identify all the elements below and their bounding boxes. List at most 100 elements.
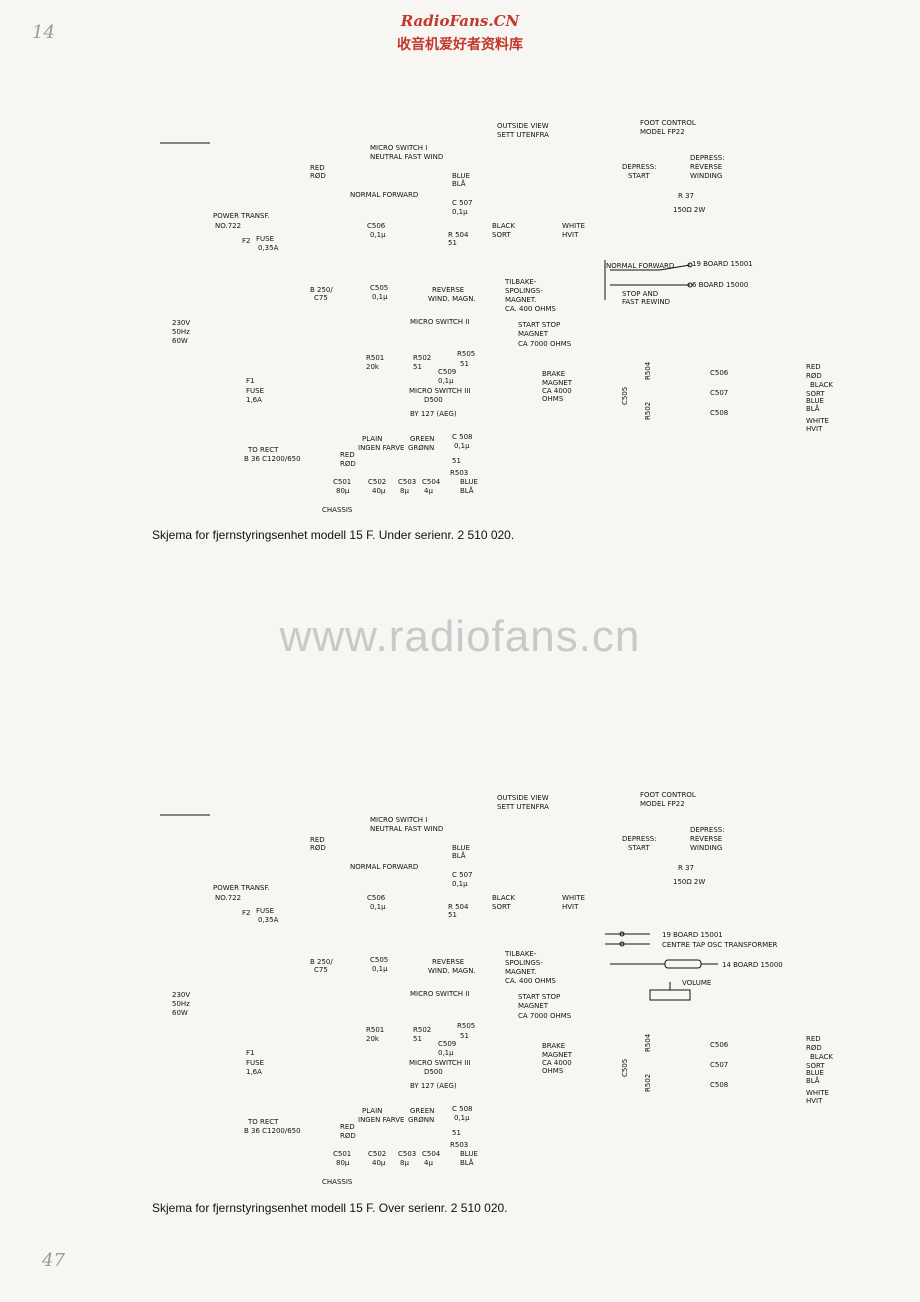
b-d500-label: D500 bbox=[424, 1068, 443, 1076]
b-plug-c505: C505 bbox=[621, 1059, 629, 1077]
bla-label-2: BLÅ bbox=[460, 486, 474, 495]
c505-label: C505 bbox=[370, 284, 388, 292]
hvit-label: HVIT bbox=[562, 231, 579, 239]
b-c506-label: C506 bbox=[367, 894, 386, 902]
foot-model-label: MODEL FP22 bbox=[640, 128, 685, 136]
b-ohms-label: OHMS bbox=[542, 1067, 564, 1075]
c506-label: C506 bbox=[367, 222, 386, 230]
tilbake-3: MAGNET. bbox=[505, 296, 536, 304]
plug-c507: C507 bbox=[710, 389, 728, 397]
f1-label: F1 bbox=[246, 377, 254, 385]
b-bla-label: BLÅ bbox=[452, 851, 466, 860]
b-outside-view: OUTSIDE VIEW bbox=[497, 794, 549, 802]
green-label: GREEN bbox=[410, 435, 434, 443]
top-stop-and: STOP AND bbox=[622, 290, 658, 298]
b-plug-r502: R502 bbox=[644, 1074, 652, 1092]
cable-red: RED bbox=[806, 363, 821, 371]
r503-value: 51 bbox=[452, 457, 461, 465]
b-to-rect-label: TO RECT bbox=[247, 1118, 279, 1126]
cable-blue: BLUE bbox=[806, 397, 824, 405]
b-sett-utenfra: SETT UTENFRA bbox=[497, 803, 549, 811]
b-cable-sort: SORT bbox=[806, 1062, 825, 1070]
b-to-rect-value: B 36 C1200/650 bbox=[244, 1127, 301, 1135]
b-depress-start-1: DEPRESS: bbox=[622, 835, 657, 843]
c501-value: 80µ bbox=[336, 487, 350, 495]
r504-value: 51 bbox=[448, 239, 457, 247]
chassis-label: CHASSIS bbox=[322, 506, 353, 514]
b-r503-value: 51 bbox=[452, 1129, 461, 1137]
b-start-stop-magnet: MAGNET bbox=[518, 1002, 549, 1010]
plug-c505: C505 bbox=[621, 387, 629, 405]
b-c506-value: 0,1µ bbox=[370, 903, 386, 911]
blue-label: BLUE bbox=[452, 172, 470, 180]
b-f2-label: F2 bbox=[242, 909, 250, 917]
c502-value: 40µ bbox=[372, 487, 386, 495]
b-r501-label: R501 bbox=[366, 1026, 384, 1034]
tilbake-1: TILBAKE- bbox=[504, 278, 537, 286]
normal-forward: NORMAL FORWARD bbox=[350, 191, 418, 199]
b-r504-value: 51 bbox=[448, 911, 457, 919]
r502-label: R502 bbox=[413, 354, 431, 362]
mains-frequency: 50Hz bbox=[172, 328, 190, 336]
c506-value: 0,1µ bbox=[370, 231, 386, 239]
reverse-label: REVERSE bbox=[432, 286, 464, 294]
b-cable-white: WHITE bbox=[806, 1089, 829, 1097]
b-black-label: BLACK bbox=[492, 894, 515, 902]
b-r505-label: R505 bbox=[457, 1022, 475, 1030]
r502-value: 51 bbox=[413, 363, 422, 371]
mains-power: 60W bbox=[172, 337, 188, 345]
caption-top: Skjema for fjernstyringsenhet modell 15 … bbox=[152, 528, 515, 542]
c508-label: C 508 bbox=[452, 433, 472, 441]
caption-bottom: Skjema for fjernstyringsenhet modell 15 … bbox=[152, 1201, 508, 1215]
b-plug-r504: R504 bbox=[644, 1033, 652, 1052]
rod-label: RØD bbox=[310, 172, 326, 180]
b-r503-label: R503 bbox=[450, 1141, 468, 1149]
c501-label: C501 bbox=[333, 478, 351, 486]
bottom-centre-tap: CENTRE TAP OSC TRANSFORMER bbox=[662, 941, 778, 949]
brake-magnet: MAGNET bbox=[542, 379, 573, 387]
b-r505-value: 51 bbox=[460, 1032, 469, 1040]
b-plain-label: PLAIN bbox=[362, 1107, 382, 1115]
b-mains-power: 60W bbox=[172, 1009, 188, 1017]
b-plug-c507: C507 bbox=[710, 1061, 728, 1069]
sort-label: SORT bbox=[492, 231, 511, 239]
plain-label: PLAIN bbox=[362, 435, 382, 443]
b-c504-value: 4µ bbox=[424, 1159, 433, 1167]
b-normal-forward: NORMAL FORWARD bbox=[350, 863, 418, 871]
micro-switch-2: MICRO SWITCH II bbox=[410, 318, 469, 326]
b-fuse-bot-value: 1,6A bbox=[246, 1068, 262, 1076]
foot-control-label: FOOT CONTROL bbox=[640, 119, 696, 127]
top-board-1: 19 BOARD 15001 bbox=[692, 260, 753, 268]
watermark: www.radiofans.cn bbox=[279, 612, 641, 661]
cable-black: BLACK bbox=[810, 381, 833, 389]
c503-value: 8µ bbox=[400, 487, 409, 495]
brake-label: BRAKE bbox=[542, 370, 565, 378]
b-r504-label: R 504 bbox=[448, 903, 469, 911]
b-c505-value: 0,1µ bbox=[372, 965, 388, 973]
bla-label: BLÅ bbox=[452, 179, 466, 188]
b-c503-label: C503 bbox=[398, 1150, 416, 1158]
fuse-bot-label: FUSE bbox=[246, 387, 264, 395]
b-micro-switch-2: MICRO SWITCH II bbox=[410, 990, 469, 998]
c503-label: C503 bbox=[398, 478, 416, 486]
page-mark-bottom: 47 bbox=[42, 1250, 65, 1271]
b-mains-voltage: 230V bbox=[172, 991, 190, 999]
c505-value: 0,1µ bbox=[372, 293, 388, 301]
plug-r502: R502 bbox=[644, 402, 652, 420]
r505-label: R505 bbox=[457, 350, 475, 358]
b-brake-magnet: MAGNET bbox=[542, 1051, 573, 1059]
b-hvit-label: HVIT bbox=[562, 903, 579, 911]
c504-value: 4µ bbox=[424, 487, 433, 495]
b-r502-value: 51 bbox=[413, 1035, 422, 1043]
c508-value: 0,1µ bbox=[454, 442, 470, 450]
b-mains-frequency: 50Hz bbox=[172, 1000, 190, 1008]
b-by127-label: BY 127 (AEG) bbox=[410, 1082, 457, 1090]
black-label: BLACK bbox=[492, 222, 515, 230]
b-r37-value: 150Ω 2W bbox=[673, 878, 705, 886]
schematic-bottom: POWER TRANSF. NO.722 F2 FUSE 0,35A 230V … bbox=[160, 791, 833, 1186]
b-depress-rev-3: WINDING bbox=[690, 844, 722, 852]
r505-value: 51 bbox=[460, 360, 469, 368]
schematic-top: POWER TRANSF. NO.722 F2 FUSE 0,35A 230V … bbox=[160, 119, 833, 514]
b-power-transf-no: NO.722 bbox=[215, 894, 241, 902]
b-wind-magn-label: WIND. MAGN. bbox=[428, 967, 476, 975]
